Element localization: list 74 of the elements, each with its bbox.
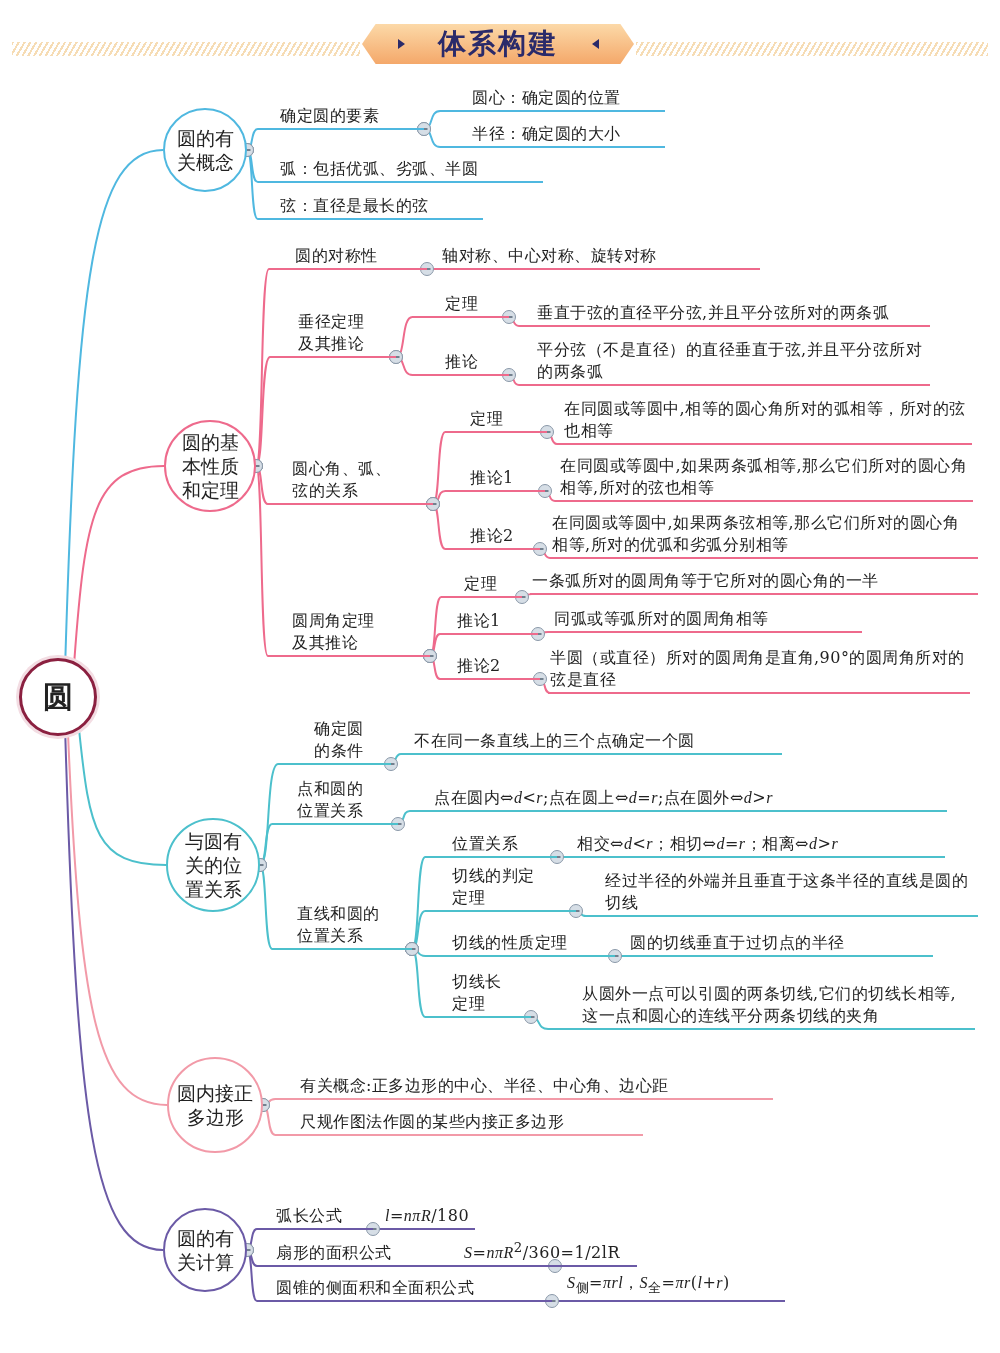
branch-line — [425, 496, 469, 550]
branch-label: 切线的判定定理 — [450, 865, 576, 912]
branch-label: 确定圆的条件 — [312, 718, 391, 765]
branch-label: 一条弧所对的圆周角等于它所对的圆心角的一半 — [530, 570, 978, 595]
title: 体系构建 — [436, 26, 559, 62]
branch-label: 半径：确定圆的大小 — [470, 123, 665, 148]
topic-circle: 与圆有关的位置关系 — [166, 818, 260, 912]
branch-line — [539, 424, 563, 445]
branch-label: 圆的对称性 — [293, 245, 427, 270]
branch-label: 圆的切线垂直于过切点的半径 — [628, 932, 933, 957]
branch-line — [388, 349, 444, 376]
branch-label: 轴对称、中心对称、旋转对称 — [440, 245, 760, 270]
branch-label: S=nπR$^{2}$/360=1/2lR — [462, 1236, 637, 1267]
branch-line — [523, 1009, 581, 1030]
branch-label: 在同圆或等圆中,如果两条弦相等,那么它们所对的圆心角相等,所对的优弧和劣弧分别相等 — [550, 512, 978, 559]
branch-label: 推论1 — [455, 610, 538, 635]
topic-circle: 圆的有关概念 — [163, 108, 247, 192]
branch-line — [532, 541, 551, 559]
branch-label: 确定圆的要素 — [278, 105, 424, 130]
branch-label: 平分弦（不是直径）的直径垂直于弦,并且平分弦所对的两条弧 — [535, 339, 930, 386]
branch-label: 推论2 — [455, 655, 540, 680]
branch-label: 垂径定理及其推论 — [296, 311, 396, 358]
branch-label: 相交⇔d<r；相切⇔d=r；相离⇔d>r — [575, 833, 945, 858]
topic-circle: 圆的基本性质和定理 — [164, 420, 256, 512]
branch-line — [390, 810, 433, 832]
topic-circle: 圆的有关计算 — [163, 1208, 247, 1292]
branch-line — [568, 903, 604, 919]
branch-label: 圆锥的侧面积和全面积公式 — [274, 1277, 552, 1302]
branch-label: 推论2 — [468, 525, 540, 550]
branch-label: 推论 — [443, 351, 509, 376]
branch-label: 经过半径的外端并且垂直于这条半径的直线是圆的切线 — [603, 870, 978, 917]
branch-label: 从圆外一点可以引圆的两条切线,它们的切线长相等,这一点和圆心的连线平分两条切线的夹角 — [580, 983, 975, 1030]
branch-line — [514, 589, 533, 605]
branch-label: 圆心角、弧、弦的关系 — [290, 458, 433, 505]
branch-label: 切线长定理 — [450, 971, 531, 1018]
branch-label: 位置关系 — [450, 833, 557, 858]
branch-line — [549, 849, 576, 865]
branch-label: 弧：包括优弧、劣弧、半圆 — [278, 158, 543, 183]
branch-label: 弦：直径是最长的弦 — [278, 195, 483, 220]
branch-line — [365, 1221, 384, 1237]
branch-label: 圆心：确定圆的位置 — [470, 87, 665, 112]
branch-label: 点在圆内⇔d<r;点在圆上⇔d=r;点在圆外⇔d>r — [432, 787, 947, 812]
branch-label: 半圆（或直径）所对的圆周角是直角,90°的圆周角所对的弦是直径 — [548, 647, 970, 694]
branch-label: 在同圆或等圆中,如果两条弧相等,那么它们所对的圆心角相等,所对的弦也相等 — [558, 455, 973, 502]
branch-label: 定理 — [443, 293, 509, 318]
branch-line — [501, 309, 536, 327]
branch-label: 圆周角定理及其推论 — [290, 610, 430, 657]
branch-label: 点和圆的位置关系 — [295, 778, 398, 825]
branch-label: S$_{侧}$=πrl，S$_{全}$=πr(l+r) — [565, 1271, 785, 1302]
branch-label: 推论1 — [468, 467, 545, 492]
branch-label: 在同圆或等圆中,相等的圆心角所对的弧相等，所对的弦也相等 — [562, 398, 972, 445]
branch-line — [544, 1293, 566, 1309]
branch-label: 定理 — [468, 408, 547, 433]
branch-label: 定理 — [462, 573, 522, 598]
root-circle: 圆 — [19, 658, 97, 736]
branch-line — [607, 948, 629, 964]
branch-line — [404, 941, 451, 1018]
branch-line — [419, 261, 441, 277]
branch-line — [537, 483, 559, 502]
branch-label: 尺规作图法作圆的某些内接正多边形 — [298, 1111, 643, 1136]
branch-label: 切线的性质定理 — [450, 932, 615, 957]
branch-line — [383, 753, 413, 772]
branch-label: 直线和圆的位置关系 — [295, 903, 412, 950]
branch-label: 弧长公式 — [274, 1205, 373, 1230]
topic-circle: 圆内接正多边形 — [167, 1057, 263, 1153]
branch-label: 垂直于弦的直径平分弦,并且平分弦所对的两条弧 — [535, 302, 930, 327]
branch-line — [532, 671, 551, 694]
branch-line — [530, 626, 553, 642]
branch-label: l=nπR/180 — [383, 1205, 475, 1230]
branch-label: 有关概念:正多边形的中心、半径、中心角、边心距 — [298, 1075, 773, 1100]
branch-label: 同弧或等弧所对的圆周角相等 — [552, 608, 862, 633]
branch-label: 不在同一条直线上的三个点确定一个圆 — [412, 730, 782, 755]
branch-line — [416, 121, 471, 148]
branch-line — [501, 367, 536, 386]
